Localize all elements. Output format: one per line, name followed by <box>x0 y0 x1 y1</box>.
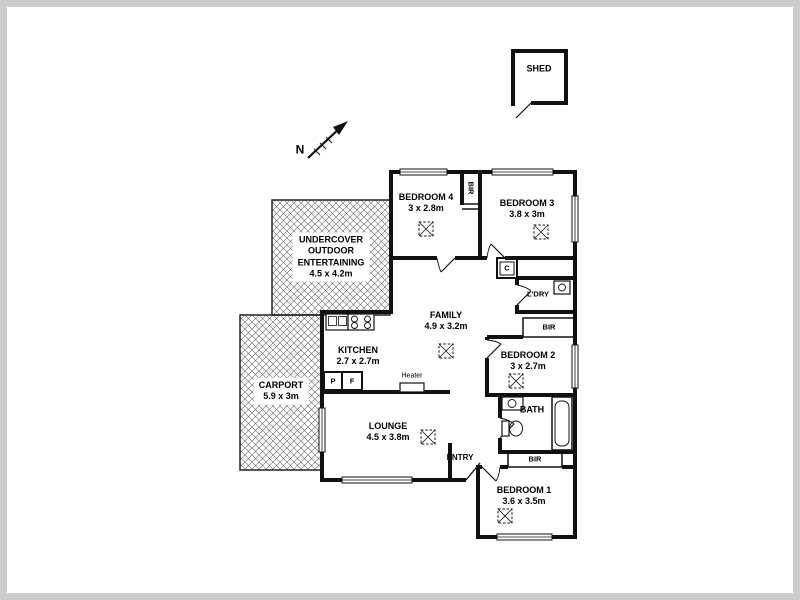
room-label-bedroom1: BEDROOM 1 3.6 x 3.5m <box>497 485 552 508</box>
room-label-bedroom4: BEDROOM 4 3 x 2.8m <box>399 192 454 215</box>
ceiling-fan-icon <box>497 508 513 524</box>
laundry-trough-icon <box>553 280 571 295</box>
heater-label: Heater <box>401 372 423 380</box>
ceiling-fan-icon <box>508 373 524 389</box>
fridge-label: F <box>349 376 355 386</box>
ceiling-fan-icon <box>533 224 549 240</box>
area-dims: 5.9 x 3m <box>263 391 299 401</box>
room-name: BEDROOM 3 <box>499 197 555 208</box>
room-label-family: FAMILY 4.9 x 3.2m <box>424 310 467 333</box>
ceiling-fan-icons <box>418 221 549 524</box>
toilet-icon <box>501 420 510 437</box>
room-dims: 2.7 x 2.7m <box>336 356 380 366</box>
fridge-box <box>341 371 363 391</box>
north-label: N <box>295 142 305 157</box>
area-name: UNDERCOVER <box>298 234 363 245</box>
area-name: OUTDOOR <box>308 245 354 256</box>
room-label-bedroom3: BEDROOM 3 3.8 x 3m <box>500 198 555 221</box>
windows <box>318 168 579 541</box>
ceiling-fan-icon <box>418 221 434 237</box>
shed-door-leaf <box>515 102 532 119</box>
room-name: LOUNGE <box>368 420 408 431</box>
room-name: KITCHEN <box>338 344 378 355</box>
undercover-label: UNDERCOVER OUTDOOR ENTERTAINING 4.5 x 4.… <box>292 232 370 282</box>
shed-label: SHED <box>526 63 552 74</box>
room-name: FAMILY <box>429 309 463 320</box>
walls <box>320 170 577 539</box>
room-name: BEDROOM 4 <box>398 191 454 202</box>
bath-label: BATH <box>519 404 545 415</box>
room-name: BEDROOM 1 <box>496 484 552 495</box>
room-name: BEDROOM 2 <box>500 349 556 360</box>
room-dims: 3.6 x 3.5m <box>502 496 546 506</box>
stove-icon <box>347 313 375 331</box>
area-name: ENTERTAINING <box>297 257 365 267</box>
storage-outlines <box>323 203 576 468</box>
carport-label: CARPORT 5.9 x 3m <box>253 377 309 405</box>
shed-outline <box>511 49 568 119</box>
heater-box <box>399 382 425 393</box>
room-dims: 4.9 x 3.2m <box>424 321 468 331</box>
vanity-icon <box>501 396 524 411</box>
bir-mid-box <box>522 317 576 338</box>
room-label-lounge: LOUNGE 4.5 x 3.8m <box>366 421 409 444</box>
room-dims: 3.8 x 3m <box>509 209 545 219</box>
pantry-label: P <box>330 376 336 386</box>
bir-bottom-box <box>507 451 563 468</box>
entry-label: ENTRY <box>446 453 474 462</box>
room-dims: 3 x 2.8m <box>408 203 444 213</box>
bath-fixtures <box>501 396 573 451</box>
area-name: CARPORT <box>258 379 304 390</box>
laundry-label: L'DRY <box>527 289 549 299</box>
room-label-bedroom2: BEDROOM 2 3 x 2.7m <box>501 350 556 373</box>
room-dims: 3 x 2.7m <box>510 361 546 371</box>
room-label-kitchen: KITCHEN 2.7 x 2.7m <box>336 345 379 368</box>
ceiling-fan-icon <box>420 429 436 445</box>
area-dims: 4.5 x 4.2m <box>309 268 353 279</box>
room-dims: 4.5 x 3.8m <box>366 432 410 442</box>
bir-top-shelf-lines <box>462 203 480 210</box>
north-arrow-icon <box>307 121 348 159</box>
bir-top-label: BIR <box>466 181 476 195</box>
cupboard-label-box <box>499 261 515 276</box>
cupboard-box <box>496 257 518 279</box>
bir-bottom-label: BIR <box>528 454 542 464</box>
kitchen-fixtures <box>325 313 375 331</box>
cupboard-label: C <box>504 263 510 273</box>
bir-mid-label: BIR <box>542 322 556 332</box>
ceiling-fan-icon <box>438 343 454 359</box>
